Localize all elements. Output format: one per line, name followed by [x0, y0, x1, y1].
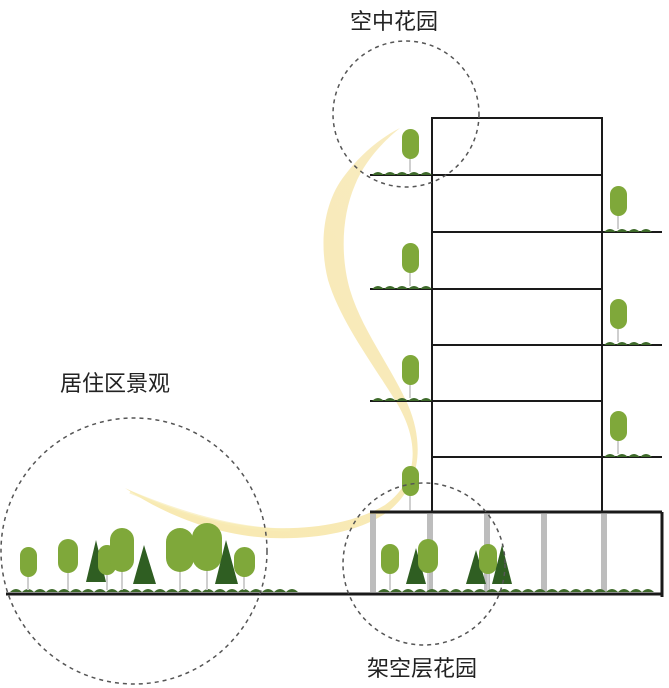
sky-garden-highlight-circle	[332, 40, 480, 188]
residential-landscape-label: 居住区景观	[60, 372, 171, 397]
pilotis-garden-label: 架空层花园	[367, 657, 478, 682]
grass-tuft-icon	[10, 172, 654, 592]
residential-trees	[20, 523, 255, 590]
pilotis-highlight-circle	[342, 482, 506, 646]
round-tree-icon	[402, 129, 627, 510]
wind-flow-icon	[125, 128, 418, 539]
pilotis-trees	[381, 539, 512, 590]
residential-highlight-circle	[0, 417, 268, 685]
sky-garden-label: 空中花园	[350, 10, 439, 35]
